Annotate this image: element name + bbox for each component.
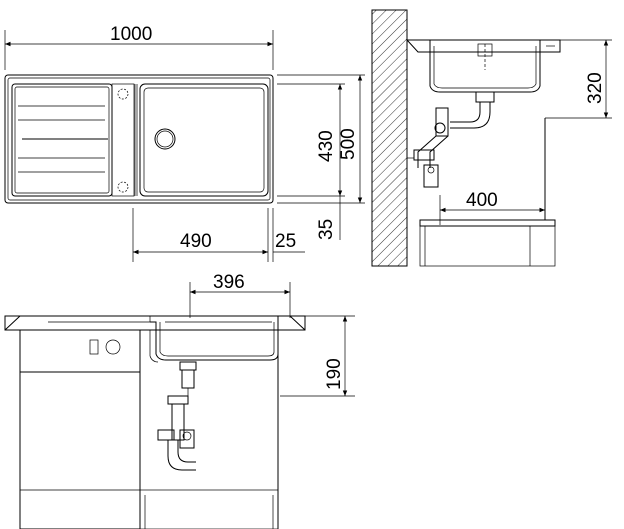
dim-bowl-inner: 396	[213, 272, 245, 293]
dishwasher-knob	[105, 339, 121, 355]
dim-bowl-depth: 190	[324, 358, 345, 390]
front-view: 396 190	[4, 272, 355, 529]
dim-depth-total: 500	[338, 128, 359, 160]
dishwasher	[19, 329, 141, 529]
tap-hole-top	[117, 88, 129, 100]
siphon-side	[407, 91, 495, 188]
top-view: 1000 430 500 35	[4, 24, 365, 262]
sink-bowl-top	[139, 83, 269, 197]
tap-hole-bottom	[117, 181, 129, 193]
dim-front-offset: 35	[316, 219, 337, 240]
siphon-front	[157, 361, 197, 471]
drain-hole	[154, 128, 176, 150]
dim-edge-offset: 25	[275, 231, 296, 252]
sink-outline-top	[4, 74, 274, 204]
side-view: 320 400	[371, 9, 612, 267]
dim-bowl-width: 490	[180, 231, 212, 252]
sink-bowl-front	[150, 316, 279, 361]
dim-cabinet-height: 320	[585, 72, 606, 104]
drainer-area	[11, 83, 113, 197]
dim-total-width: 1000	[110, 24, 152, 45]
wall-section	[371, 9, 408, 267]
dishwasher-button	[89, 339, 99, 355]
dim-cabinet-width: 400	[466, 190, 498, 211]
dim-depth-bowl: 430	[316, 130, 337, 162]
